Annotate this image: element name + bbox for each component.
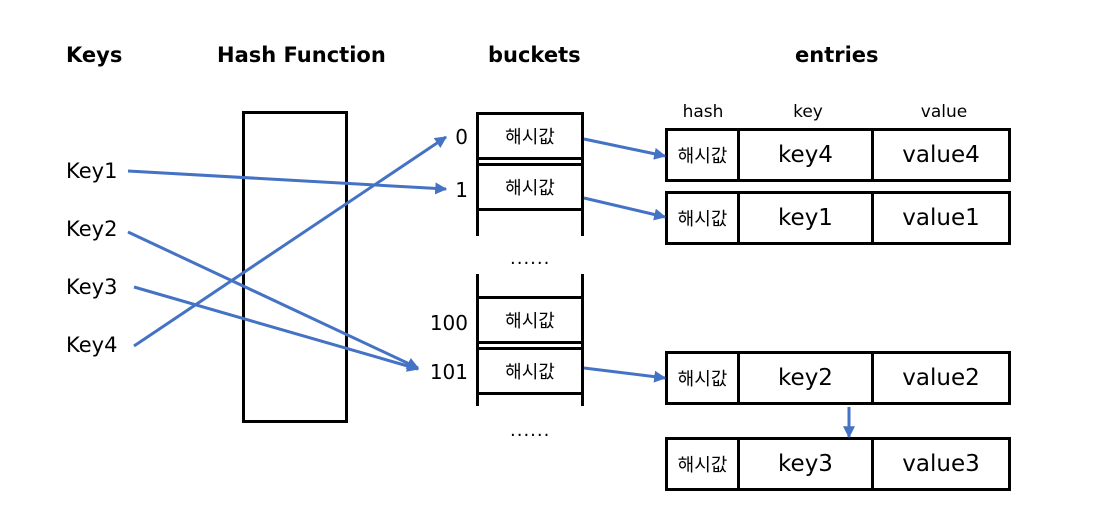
entry-hash-cell: 해시값 bbox=[668, 354, 740, 402]
bucket-index-100: 100 bbox=[429, 311, 468, 335]
bucket-cell-101: 해시값 bbox=[479, 347, 581, 395]
entry-hash-cell: 해시값 bbox=[668, 194, 740, 242]
entry-row-3: 해시값 key2 value2 bbox=[665, 351, 1011, 405]
bucket-index-1: 1 bbox=[455, 178, 468, 202]
bucket-cell-100: 해시값 bbox=[479, 296, 581, 344]
bucket-cell-1: 해시값 bbox=[479, 163, 581, 211]
entry-key-cell: key3 bbox=[740, 440, 874, 488]
entry-key-cell: key2 bbox=[740, 354, 874, 402]
key-label-3: Key3 bbox=[66, 275, 118, 299]
bucket-index-101: 101 bbox=[429, 360, 468, 384]
entry-hash-cell: 해시값 bbox=[668, 440, 740, 488]
entries-col-value: value bbox=[920, 102, 968, 122]
arrow-bucket0-to-entry bbox=[583, 137, 667, 160]
hash-function-header: Hash Function bbox=[217, 43, 386, 67]
bucket-value-101: 해시값 bbox=[505, 362, 555, 383]
entries-col-hash: hash bbox=[682, 102, 724, 122]
entry-key-cell: key4 bbox=[740, 131, 874, 179]
entry-value-cell: value4 bbox=[902, 142, 980, 168]
bucket-index-0: 0 bbox=[455, 125, 468, 149]
entries-header: entries bbox=[795, 43, 879, 67]
entries-col-key: key bbox=[793, 102, 823, 122]
hash-function-box bbox=[242, 111, 348, 423]
bucket-group-bottom: 해시값 해시값 bbox=[476, 274, 584, 406]
entry-key-cell: key1 bbox=[740, 194, 874, 242]
entry-hash-cell: 해시값 bbox=[668, 131, 740, 179]
arrow-bucket101-to-entry bbox=[583, 366, 667, 383]
key-label-2: Key2 bbox=[66, 217, 118, 241]
arrow-bucket1-to-entry bbox=[583, 196, 667, 221]
bucket-cell-0: 해시값 bbox=[479, 112, 581, 160]
entry-value-cell: value3 bbox=[902, 451, 980, 477]
entry-value-cell: value2 bbox=[902, 365, 980, 391]
entry-row-4: 해시값 key3 value3 bbox=[665, 437, 1011, 491]
bucket-value-100: 해시값 bbox=[505, 311, 555, 332]
key-label-1: Key1 bbox=[66, 159, 118, 183]
bucket-value-0: 해시값 bbox=[505, 127, 555, 148]
arrow-key1-to-bucket1 bbox=[127, 169, 448, 195]
keys-header: Keys bbox=[66, 43, 123, 67]
bucket-ellipsis-2: ...... bbox=[510, 420, 551, 441]
arrow-key2-to-bucket101 bbox=[127, 230, 420, 370]
bucket-group-top: 해시값 해시값 bbox=[476, 112, 584, 236]
bucket-ellipsis-1: ...... bbox=[510, 248, 551, 269]
key-label-4: Key4 bbox=[66, 333, 118, 357]
arrow-key4-to-bucket0 bbox=[133, 135, 447, 348]
buckets-header: buckets bbox=[488, 43, 581, 67]
bucket-value-1: 해시값 bbox=[505, 178, 555, 199]
entry-value-cell: value1 bbox=[902, 205, 980, 231]
arrow-key3-to-bucket101 bbox=[133, 285, 420, 372]
entry-row-1: 해시값 key4 value4 bbox=[665, 128, 1011, 182]
entry-row-2: 해시값 key1 value1 bbox=[665, 191, 1011, 245]
